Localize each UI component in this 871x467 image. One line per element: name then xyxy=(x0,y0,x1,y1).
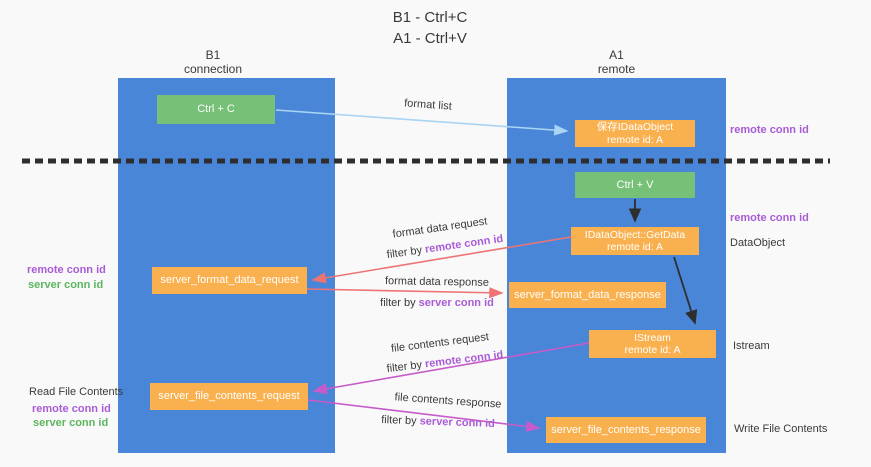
lifeline-a1-name: A1 xyxy=(609,48,624,62)
legend-left-top-remote-conn-id: remote conn id xyxy=(27,264,106,276)
lifeline-header-a1: A1 remote xyxy=(507,48,726,76)
label-filter-by-server-2: filter by server conn id xyxy=(358,413,518,431)
diagram-title-line1: B1 - Ctrl+C xyxy=(392,9,468,26)
node-save-idataobject-line2: remote id: A xyxy=(606,133,664,146)
node-istream-line1: IStream xyxy=(634,331,671,344)
node-idataobject-getdata: IDataObject::GetData remote id: A xyxy=(571,227,699,255)
legend-left-bottom-remote-conn-id: remote conn id xyxy=(32,403,111,415)
label-istream: Istream xyxy=(733,340,770,352)
node-idataobject-getdata-line2: remote id: A xyxy=(606,241,664,253)
label-filter-by-server-1: filter by server conn id xyxy=(357,297,517,309)
node-server-format-data-response: server_format_data_response xyxy=(509,282,666,308)
node-ctrl-v: Ctrl + V xyxy=(575,172,695,198)
arrow-format-data-response xyxy=(306,287,504,299)
diagram-title: B1 - Ctrl+C A1 - Ctrl+V xyxy=(0,7,860,49)
node-ctrl-v-label: Ctrl + V xyxy=(616,178,654,191)
label-filter-by-text: filter by xyxy=(380,297,419,309)
label-read-file-contents: Read File Contents xyxy=(29,386,124,398)
label-file-contents-response: file contents response xyxy=(394,391,502,411)
lifeline-b1-subtitle: connection xyxy=(183,62,243,76)
node-ctrl-c-label: Ctrl + C xyxy=(197,103,235,115)
lifeline-header-b1: B1 connection xyxy=(113,48,313,76)
node-server-format-data-request-label: server_format_data_request xyxy=(160,274,299,286)
label-dataobject: DataObject xyxy=(730,237,786,249)
node-server-file-contents-response: server_file_contents_response xyxy=(546,417,706,443)
legend-left-top-server-conn-id: server conn id xyxy=(28,279,104,291)
node-save-idataobject-line1: 保存IDataObject xyxy=(596,121,674,133)
node-server-file-contents-request-label: server_file_contents_request xyxy=(158,390,300,402)
node-istream-line2: remote id: A xyxy=(624,344,681,356)
label-server-conn-id: server conn id xyxy=(418,297,494,309)
node-istream: IStream remote id: A xyxy=(589,330,716,358)
label-write-file-contents: Write File Contents xyxy=(734,423,828,435)
node-server-file-contents-response-label: server_file_contents_response xyxy=(551,423,701,436)
label-right-remote-conn-id-1: remote conn id xyxy=(730,124,809,136)
label-format-data-response: format data response xyxy=(384,275,490,289)
label-server-conn-id: server conn id xyxy=(419,415,496,430)
node-server-format-data-request: server_format_data_request xyxy=(152,267,307,294)
label-filter-by-text: filter by xyxy=(386,358,426,376)
lifeline-a1-subtitle: remote xyxy=(597,62,636,76)
node-idataobject-getdata-line1: IDataObject::GetData xyxy=(584,228,686,241)
diagram-title-line2: A1 - Ctrl+V xyxy=(393,30,467,47)
node-server-file-contents-request: server_file_contents_request xyxy=(150,383,308,410)
label-filter-by-text: filter by xyxy=(380,414,420,428)
label-filter-by-text: filter by xyxy=(386,243,426,262)
label-right-remote-conn-id-2: remote conn id xyxy=(730,212,809,224)
node-server-format-data-response-label: server_format_data_response xyxy=(514,288,661,301)
label-remote-conn-id: remote conn id xyxy=(424,232,504,256)
lifeline-b1-name: B1 xyxy=(205,48,221,62)
node-ctrl-c: Ctrl + C xyxy=(157,95,275,124)
node-save-idataobject: 保存IDataObject remote id: A xyxy=(575,120,695,147)
label-format-list: format list xyxy=(403,97,453,113)
label-remote-conn-id: remote conn id xyxy=(424,348,504,371)
legend-left-bottom-server-conn-id: server conn id xyxy=(33,417,109,429)
